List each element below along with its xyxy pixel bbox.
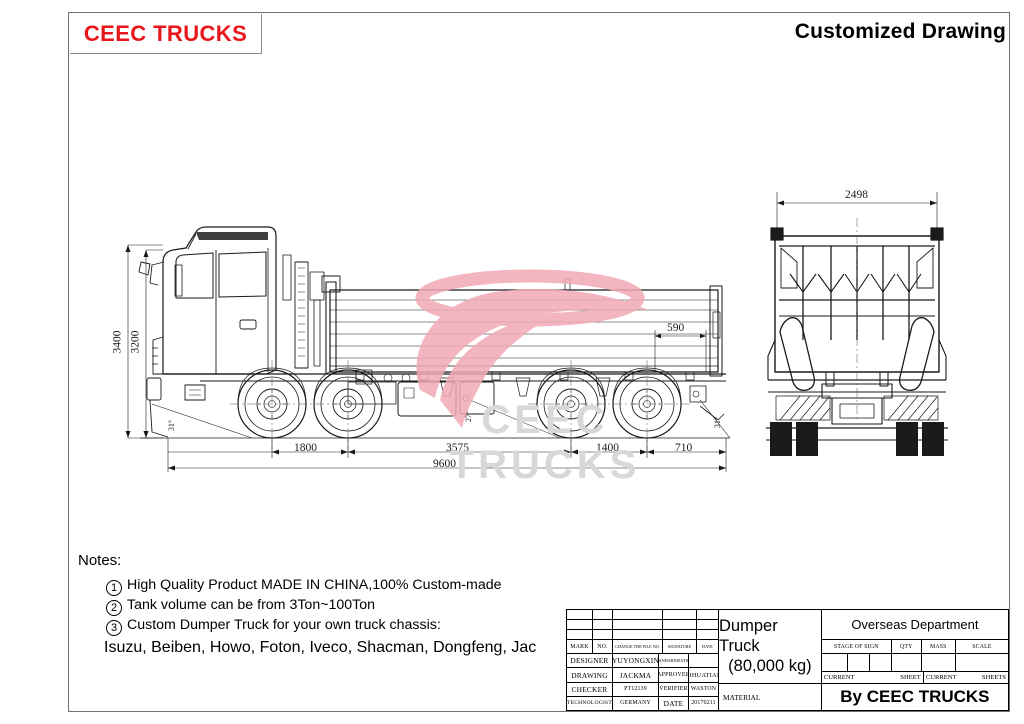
revision-header-change: CHANGE THE FILE NO. [613, 640, 663, 654]
note-text-2: Tank volume can be from 3Ton~100Ton [127, 597, 376, 613]
note-item-1: 1 High Quality Product MADE IN CHINA,100%… [78, 576, 548, 596]
row-value-approver: LIHUATIAN [689, 671, 718, 679]
product-mass: (80,000 kg) [728, 657, 812, 675]
row-value-verifier: WASTON [690, 686, 717, 693]
drawing-frame [68, 12, 1010, 712]
revision-header-no: NO. [593, 640, 613, 654]
dim-wheelbase-1: 1800 [294, 442, 317, 454]
revision-header-row: MARK NO. CHANGE THE FILE NO. SIGNATURE D… [567, 640, 718, 655]
revision-header-signature: SIGNATURE [663, 640, 697, 654]
note-text-1: High Quality Product MADE IN CHINA,100% … [127, 577, 502, 593]
stage-value-row [821, 654, 1008, 672]
title-block-row-designer: DESIGNER YUYONGXIN STANDARDIZATION [567, 654, 718, 669]
row-value-checker: PT12139 [613, 682, 659, 696]
row-label-date: DATE [659, 696, 689, 711]
dim-rear-overhang: 710 [675, 442, 693, 454]
dim-angle-rear: 31° [713, 416, 723, 429]
dim-rear-width: 2498 [845, 189, 868, 201]
current-right-label: CURRENT [925, 674, 957, 681]
page-title: Customized Drawing [794, 20, 1006, 43]
revision-row-blank [567, 630, 718, 640]
row-label-checker: CHECKER [567, 682, 613, 696]
notes-heading: Notes: [78, 552, 122, 569]
dim-wheelbase-2: 3575 [446, 442, 469, 454]
row-label-drawing: DRAWING [567, 668, 613, 682]
title-block-revisions: MARK NO. CHANGE THE FILE NO. SIGNATURE D… [567, 610, 719, 711]
current-left-label: CURRENT [823, 674, 855, 681]
note-number-1: 1 [106, 580, 122, 596]
sheet-info-row: CURRENT SHEET CURRENT SHEETS [821, 672, 1008, 684]
sheet-label: SHEET [880, 672, 924, 683]
row-value-designer: YUYONGXIN [613, 654, 659, 668]
title-block-row-checker: CHECKER PT12139 VERIFIER WASTON [567, 682, 718, 697]
company-logo-text: CEEC TRUCKS [83, 20, 248, 46]
row-label-standardization: STANDARDIZATION [659, 654, 689, 668]
row-value-technologist: GERMANY [613, 696, 659, 711]
product-info: Dumper Truck (80,000 kg) [719, 610, 821, 684]
stage-header-mass: MASS [922, 640, 956, 653]
row-value-standardization [689, 654, 718, 667]
note-number-3: 3 [106, 620, 122, 636]
stage-header-stage: STAGE OF SIGN [822, 640, 892, 653]
note-number-2: 2 [106, 600, 122, 616]
revision-header-date: DATE [702, 644, 713, 650]
row-label-designer: DESIGNER [567, 654, 613, 668]
dim-angle-front: 31° [167, 419, 177, 432]
dim-height-cab: 3200 [129, 330, 142, 354]
product-name: Dumper Truck [719, 617, 778, 655]
title-block: MARK NO. CHANGE THE FILE NO. SIGNATURE D… [566, 609, 1009, 711]
row-label-technologist: TECHNOLOGIST [567, 696, 613, 711]
company-logo-box: CEEC TRUCKS [70, 14, 262, 54]
revision-row-blank [567, 610, 718, 620]
dim-wheelbase-3: 1400 [596, 442, 619, 454]
stage-header-scale: SCALE [972, 643, 992, 650]
dim-angle-mid: 27° [464, 410, 474, 423]
dim-height-overall: 3400 [111, 330, 124, 354]
title-block-row-technologist: TECHNOLOGIST GERMANY DATE 20170211 [567, 696, 718, 711]
row-value-date: 20170211 [691, 700, 716, 707]
dim-body-detail: 590 [667, 322, 685, 334]
note-item-2: 2 Tank volume can be from 3Ton~100Ton [78, 596, 548, 616]
row-label-verifier: VERIFIER [659, 682, 689, 696]
note-text-3: Custom Dumper Truck for your own truck c… [127, 617, 441, 633]
revision-header-mark: MARK [567, 640, 593, 654]
stage-header-row: STAGE OF SIGN QTY MASS SCALE [821, 640, 1008, 654]
title-block-department: Overseas Department STAGE OF SIGN QTY MA… [821, 610, 1008, 710]
material-label: MATERIAL [723, 692, 761, 702]
department-name: Overseas Department [821, 610, 1008, 640]
note-chassis-list: Isuzu, Beiben, Howo, Foton, Iveco, Shacm… [104, 639, 537, 656]
row-value-drawing: JACKMA [613, 668, 659, 682]
revision-row-blank [567, 620, 718, 630]
byline: By CEEC TRUCKS [840, 687, 990, 706]
stage-header-qty: QTY [892, 640, 922, 653]
notes-section: Notes: 1 High Quality Product MADE IN CHI… [78, 552, 548, 659]
title-block-product: Dumper Truck (80,000 kg) MATERIAL [719, 610, 822, 710]
dim-total-length: 9600 [433, 458, 456, 470]
sheets-label: SHEETS [981, 674, 1006, 681]
note-item-3: 3 Custom Dumper Truck for your own truck … [78, 616, 548, 636]
title-block-row-drawing: DRAWING JACKMA APPROVER LIHUATIAN [567, 668, 718, 683]
row-label-approver: APPROVER [659, 668, 689, 682]
